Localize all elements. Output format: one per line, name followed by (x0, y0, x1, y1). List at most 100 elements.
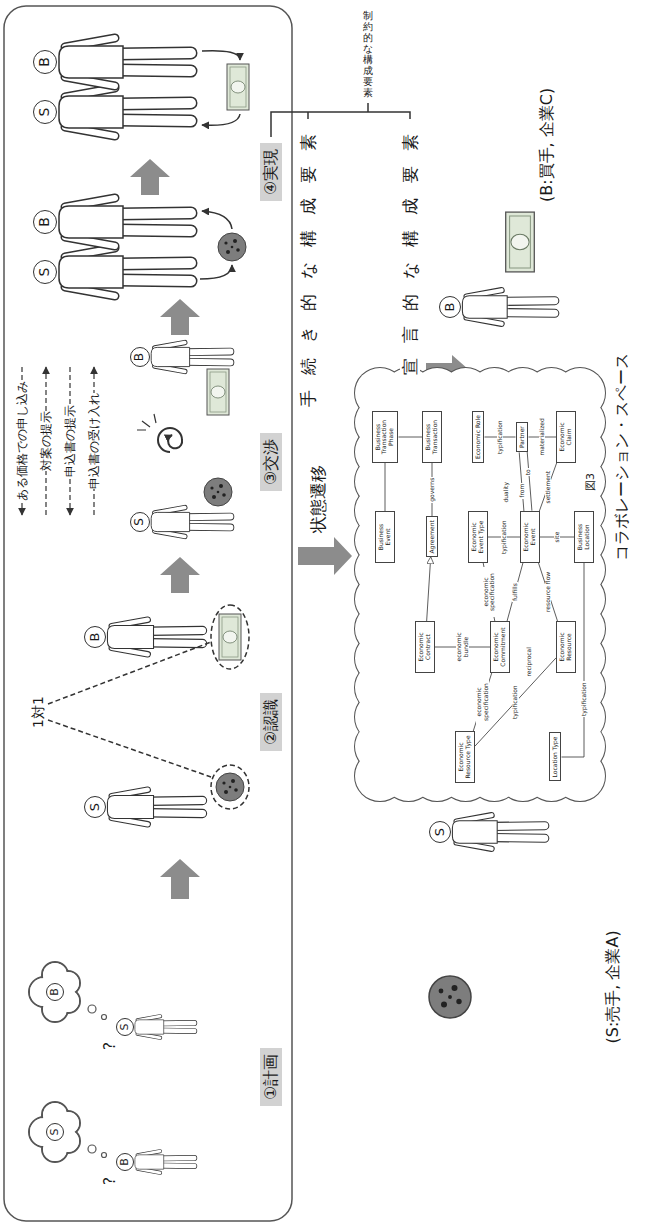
relation-label: settlement (545, 470, 552, 505)
relation-line (385, 463, 386, 511)
node-text: B (47, 984, 62, 1000)
person-head: B (439, 296, 461, 318)
node-text: Business Location (577, 515, 591, 559)
relation-label: fulfills (512, 582, 519, 602)
question-mark: ? (101, 1042, 119, 1050)
entity-box: Economic Event (520, 511, 540, 563)
relation-label: typification (497, 419, 504, 455)
person-head: S (46, 1123, 64, 1141)
thought-bubble (29, 962, 80, 1162)
person-head: S (116, 1018, 134, 1036)
node-text: S (34, 261, 55, 283)
one-to-one-mark (48, 605, 249, 809)
entity-box: Business Transaction Phase (372, 411, 399, 463)
entity-box: Business Location (574, 511, 594, 563)
component-label: 制約的な構成要素 (363, 10, 373, 98)
person-head: S (130, 512, 150, 532)
node-text: Business Transaction Phase (375, 415, 396, 459)
relation-label: typification (581, 681, 588, 717)
node-text: B (85, 627, 104, 647)
question-mark: ? (101, 1177, 119, 1185)
node-text: Location Type (552, 736, 559, 777)
relation-label: from (519, 483, 526, 499)
party-label: (B:買手, 企業C) (537, 88, 556, 202)
node-text: S (117, 1019, 132, 1035)
node-text: S (85, 797, 104, 817)
node-text: ④実現 (261, 149, 282, 195)
message-label: ある価格での申し込み (15, 381, 29, 501)
node-text: S (34, 101, 55, 123)
entity-box: Business Event (375, 511, 395, 563)
entity-box: Agreement (426, 516, 439, 557)
node-text: B (34, 51, 55, 73)
person-head: S (429, 821, 451, 843)
person-head: B (116, 1153, 134, 1171)
person-head: B (46, 983, 64, 1001)
relation-note: duality (502, 482, 509, 503)
relation-label: governs (429, 477, 436, 503)
stage-label: ②認識 (260, 693, 283, 751)
one-to-one-label: 1対1 (30, 696, 47, 728)
entity-box: Economic Contract (415, 621, 435, 673)
person-head: B (33, 50, 57, 74)
relation-label: resource flow (545, 571, 552, 613)
node-text: Agreement (429, 520, 436, 553)
node-text: Economic Commitment (493, 625, 507, 669)
relation-label: economic bundle (456, 622, 469, 672)
cloud-heading: コラボレーション・スペース (612, 353, 633, 561)
goods (204, 64, 534, 1018)
message-label: 申込書の受け入れ (87, 393, 101, 489)
node-text: S (47, 1124, 62, 1140)
figure-number: 図3 (584, 473, 597, 491)
relation-line (483, 563, 495, 621)
node-text: Economic Resource (559, 625, 573, 669)
relation-label: to (525, 468, 532, 476)
stage-label: ④実現 (260, 143, 283, 201)
relation-line (427, 558, 431, 622)
relation-line (399, 437, 423, 438)
node-text: Economic Event Type (471, 515, 485, 559)
negotiation-arrows (22, 367, 94, 515)
transition-label: 状態遷移 (308, 465, 328, 533)
entity-box: Economic Resource Type (455, 731, 475, 783)
relation-label: economic specification (476, 677, 489, 727)
thought-bubble-fill (30, 963, 79, 1161)
node-text: S (131, 513, 148, 531)
relation-label: typification (512, 684, 519, 720)
node-text: S (430, 822, 449, 842)
handover-arrows (200, 51, 240, 279)
node-text: B (117, 1154, 132, 1170)
entity-box: Partner (516, 422, 529, 452)
node-text: Economic Contract (418, 625, 432, 669)
component-label: 手続き的な構成要素 (298, 119, 318, 407)
node-text: Business Transaction (425, 415, 439, 459)
negotiation-swirl (137, 414, 182, 452)
relation-line (527, 452, 532, 511)
node-text: Economic Resource Type (458, 735, 472, 779)
entity-box: Economic Role (472, 411, 485, 463)
node-text: ②認識 (261, 699, 282, 745)
relation-line (507, 563, 523, 621)
party-label: (S:売手, 企業A) (603, 930, 622, 1043)
message-label: 申込書の提示 (63, 405, 77, 477)
person-head: S (84, 796, 106, 818)
entity-box: Economic Commitment (490, 621, 510, 673)
relation-label: typification (501, 519, 508, 555)
node-text: Economic Role (475, 415, 482, 459)
entity-box: Economic Event Type (468, 511, 488, 563)
collaboration-cloud: コラボレーション・スペースBusiness Transaction PhaseB… (354, 367, 606, 802)
node-text: B (131, 348, 148, 366)
node-text: Business Event (378, 515, 392, 559)
node-text: Economic Event (523, 515, 537, 559)
person-head: S (33, 260, 57, 284)
stage-label: ①計画 (260, 1048, 283, 1106)
relation-label: materialized (539, 417, 546, 456)
stage-label: ③交渉 (260, 433, 283, 491)
person-head: B (33, 210, 57, 234)
person-head: B (84, 626, 106, 648)
person-head: B (130, 347, 150, 367)
node-text: ①計画 (261, 1054, 282, 1100)
relation-line (539, 563, 558, 621)
node-text: Partner (519, 426, 526, 448)
relation-line (539, 463, 556, 511)
